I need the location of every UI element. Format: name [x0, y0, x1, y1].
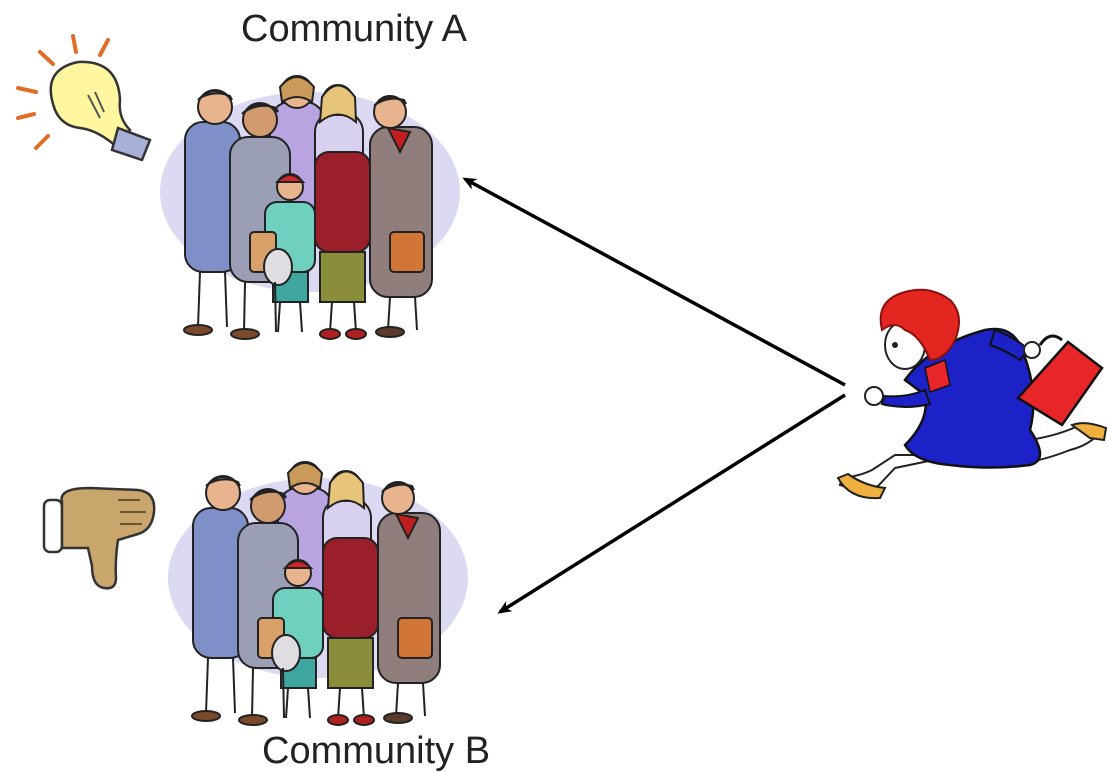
arrow-to-community-b	[497, 393, 846, 614]
running-woman-icon	[836, 288, 1108, 500]
community-b-label: Community B	[262, 730, 491, 772]
community-a-group	[159, 75, 461, 340]
arrow-to-community-a	[462, 177, 846, 387]
community-a-label: Community A	[241, 8, 467, 50]
lightbulb-icon	[16, 34, 152, 162]
community-b-group	[167, 461, 469, 726]
thumbs-down-icon	[42, 486, 156, 590]
